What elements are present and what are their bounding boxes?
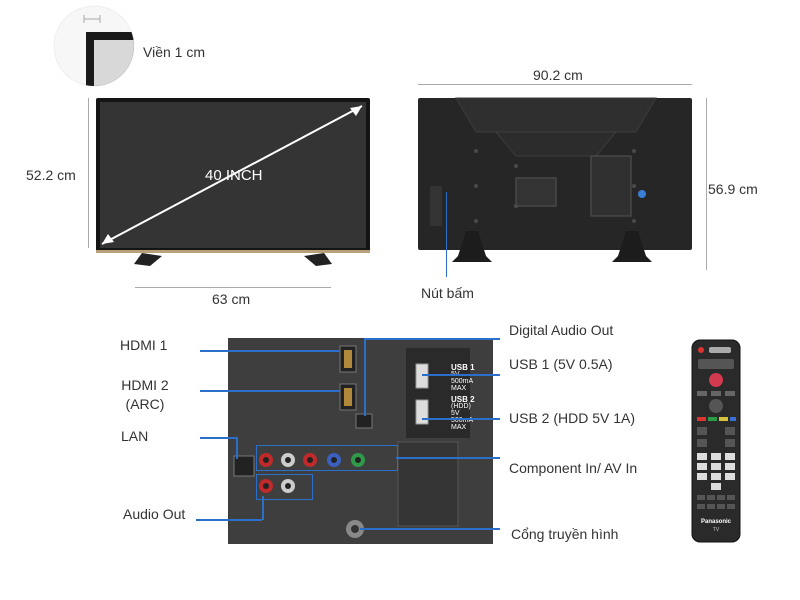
back-tv-illustration [418,97,692,262]
hdmi2-label: HDMI 2 (ARC) [110,376,180,414]
component-leader [396,457,500,459]
component-av-label: Component In/ AV In [509,460,638,476]
audio-out-leader-v [262,496,264,520]
usb1-leader [422,374,500,376]
button-leader-line [446,192,447,277]
usb2-leader [422,418,500,420]
stand-width-line [135,287,331,288]
usb1-panel-text: USB 1 5V 500mA MAX [451,363,475,393]
usb2-panel-spec2: 5V [451,410,460,417]
digital-audio-leader-h [364,338,500,340]
usb2-panel-text: USB 2 (HDD) 5V 500mA MAX [451,395,475,432]
bezel-illustration [53,5,135,87]
component-highlight-box [256,445,398,471]
usb2-panel-spec1: (HDD) [451,403,471,410]
hdmi2-label-line1: HDMI 2 [121,377,169,393]
front-tv-illustration [96,98,370,266]
antenna-leader [360,528,500,530]
usb1-panel-title: USB 1 [451,363,475,372]
lan-label: LAN [121,428,149,444]
usb2-label: USB 2 (HDD 5V 1A) [509,410,636,426]
usb2-panel-spec4: MAX [451,424,467,431]
digital-audio-leader-v [364,338,366,416]
back-width-line [418,84,692,85]
back-height-label: 56.9 cm [708,181,758,197]
lan-leader-h [200,437,236,439]
usb2-panel-title: USB 2 [451,395,475,404]
hdmi2-leader [200,390,340,392]
audio-out-leader-h [196,519,262,521]
back-height-line [706,98,707,270]
hdmi1-leader [200,350,340,352]
usb1-panel-spec3: MAX [451,385,467,392]
diagonal-label: 40 INCH [205,167,263,184]
connector-panel-photo [228,338,493,544]
stand-width-label: 63 cm [212,291,251,307]
bezel-label: Viền 1 cm [143,44,205,60]
audio-out-label: Audio Out [123,506,186,522]
hdmi1-label: HDMI 1 [120,337,168,353]
antenna-label: Cổng truyền hình [511,526,619,542]
audio-out-highlight-box [256,474,313,500]
remote-brand: Panasonic [700,519,731,525]
lan-leader-v [236,437,238,459]
remote-illustration [691,339,741,543]
digital-audio-out-label: Digital Audio Out [509,322,614,338]
front-height-line [88,98,89,248]
usb2-panel-spec3: 500mA [451,417,474,424]
front-height-label: 52.2 cm [26,167,76,183]
usb1-label: USB 1 (5V 0.5A) [509,356,613,372]
remote-model: TV [712,527,720,533]
back-width-label: 90.2 cm [533,67,583,83]
usb1-panel-spec2: 500mA [451,378,474,385]
button-label: Nút bấm [421,285,474,301]
hdmi2-label-line2: (ARC) [125,396,165,412]
